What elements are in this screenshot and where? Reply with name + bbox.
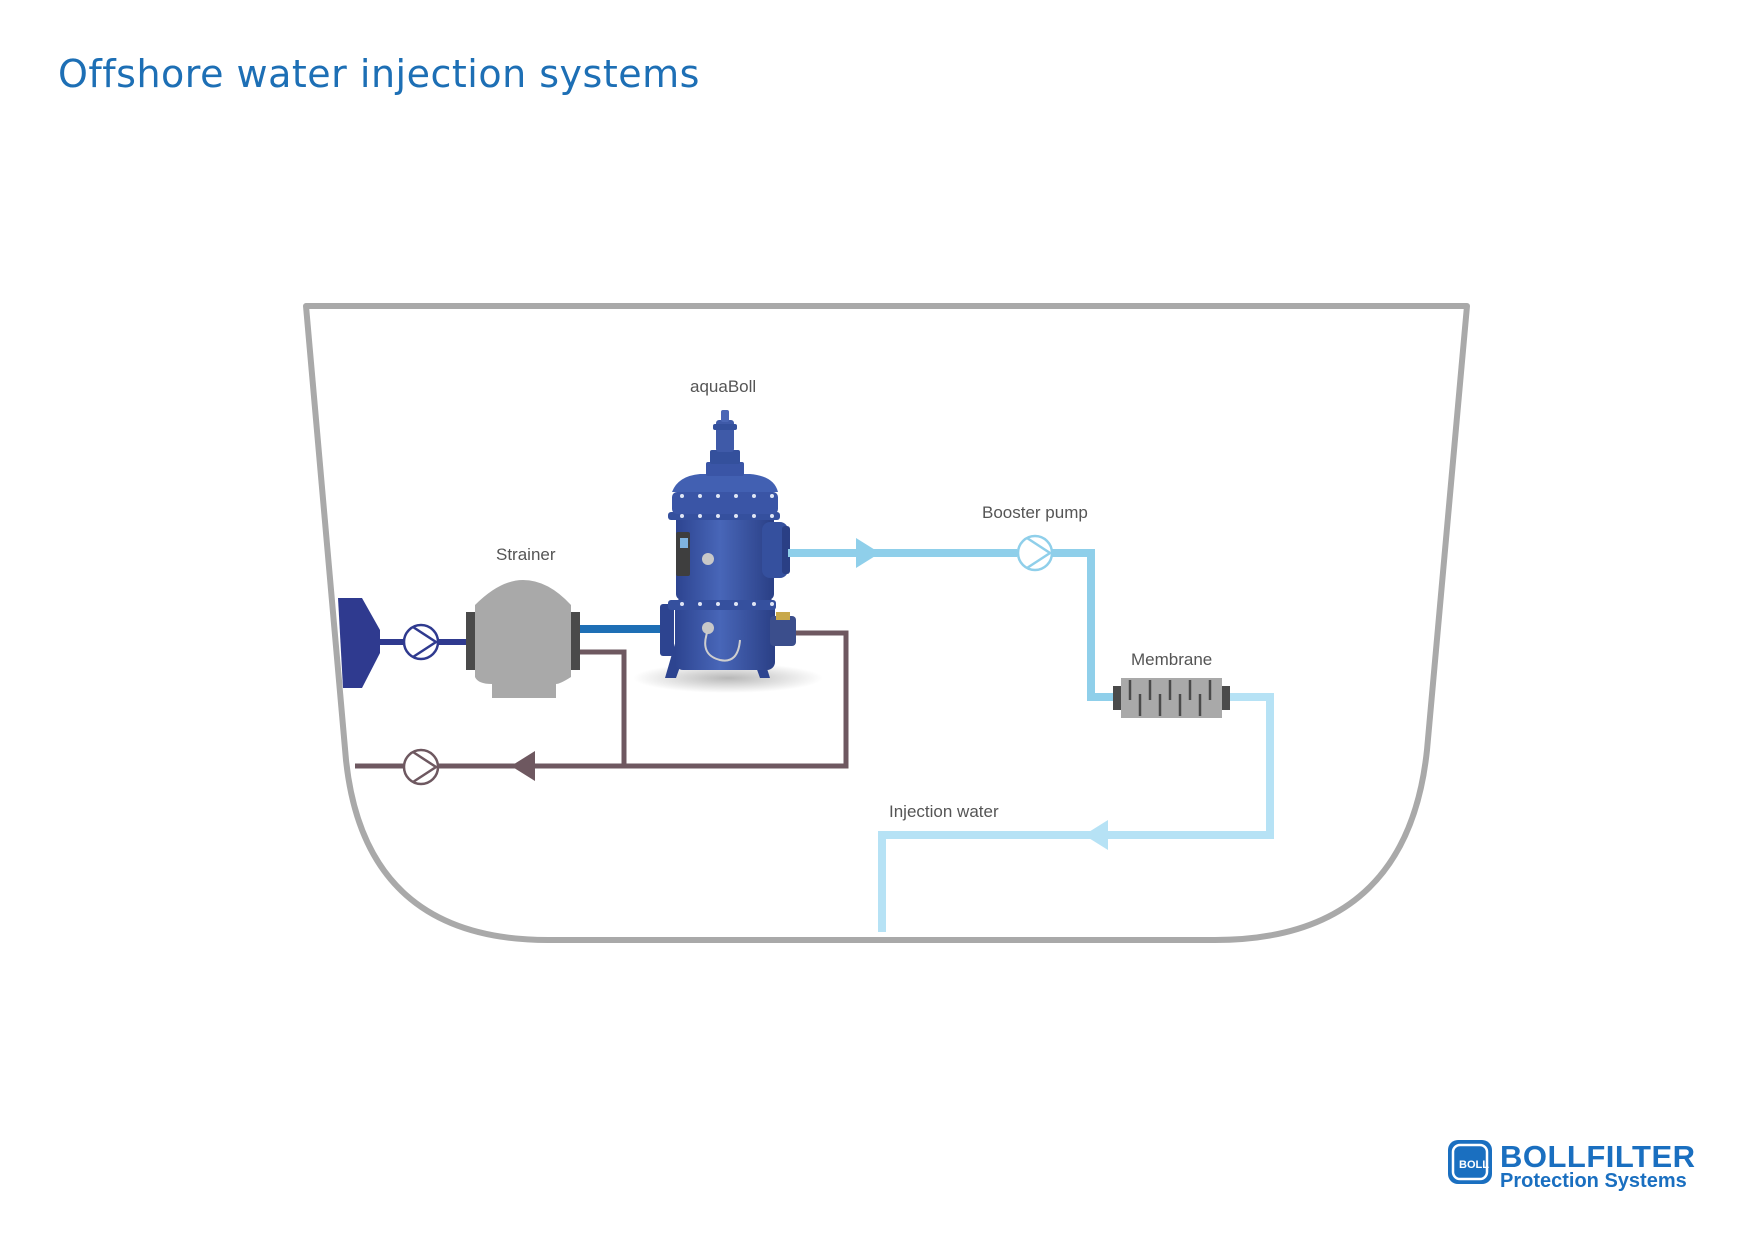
aquaboll-filter-icon: [633, 410, 823, 693]
bollfilter-logo: BOLL BOLLFILTER Protection Systems: [1448, 1139, 1696, 1192]
return-pump-icon: [402, 748, 440, 786]
boll-logo-mark-icon: [1448, 1140, 1492, 1184]
injection-water-label: Injection water: [889, 802, 999, 821]
filtered-flow-arrow-icon: [856, 538, 880, 568]
aquaboll-label: aquaBoll: [690, 377, 756, 396]
sea-chest-icon: [338, 598, 380, 688]
injection-flow-arrow-icon: [1084, 820, 1108, 850]
booster-pump-label: Booster pump: [982, 503, 1088, 522]
bollfilter-brand: BOLLFILTER: [1500, 1139, 1696, 1174]
return-flow-arrow-icon: [511, 751, 535, 781]
boll-logo-mark: BOLL: [1459, 1159, 1489, 1171]
strainer-label: Strainer: [496, 545, 556, 564]
ship-hull-outline: [303, 303, 1470, 943]
page-title: Offshore water injection systems: [58, 52, 700, 96]
booster-to-membrane-line: [1052, 549, 1113, 701]
booster-pump-icon: [1016, 534, 1054, 572]
strainer-icon: [466, 580, 580, 698]
membrane-label: Membrane: [1131, 650, 1212, 669]
backflush-return-line: [580, 649, 627, 766]
bollfilter-tagline: Protection Systems: [1500, 1170, 1687, 1192]
filter-drain-line: [355, 630, 849, 769]
injection-water-line: [878, 693, 1274, 932]
membrane-icon: [1113, 678, 1230, 718]
intake-pump-icon: [402, 623, 440, 661]
